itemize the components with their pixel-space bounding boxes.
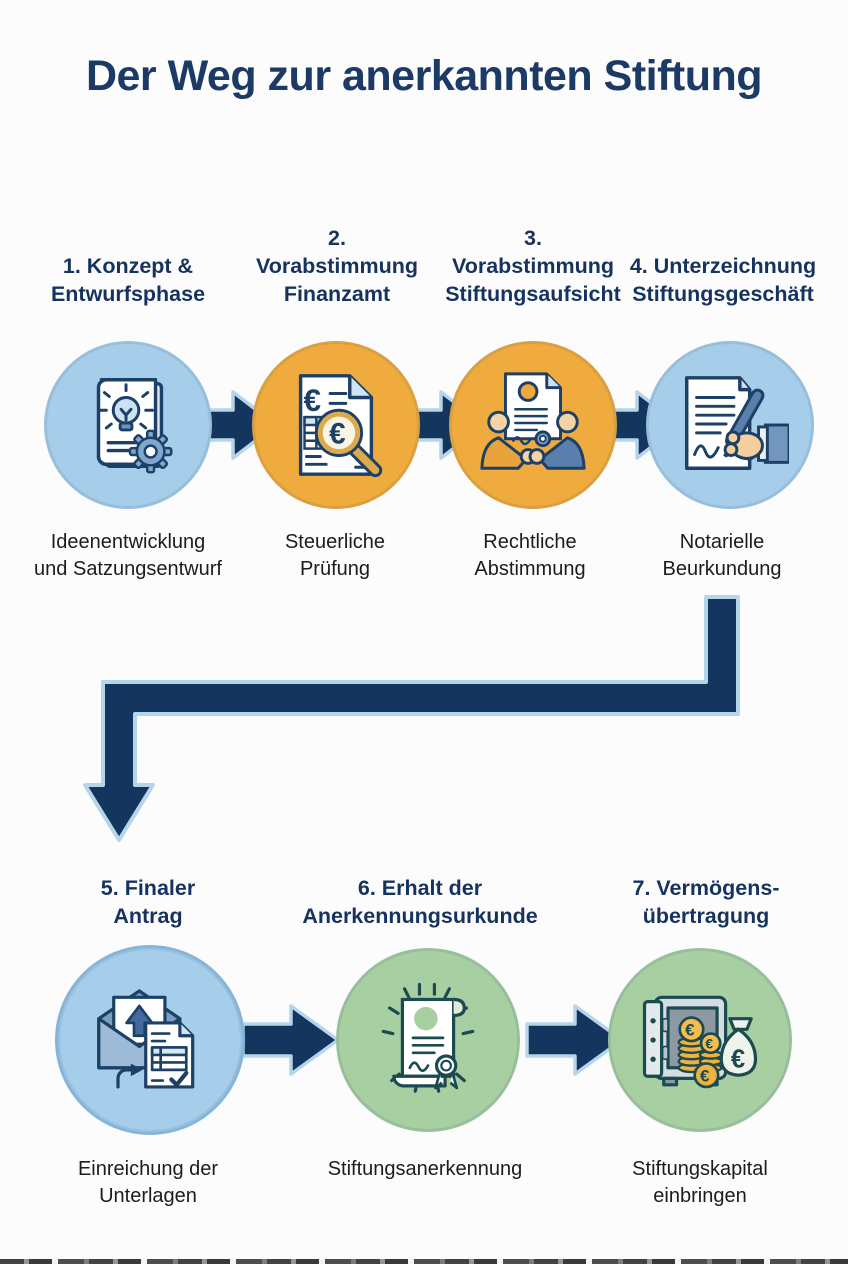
- step-7-circle: € € € €: [608, 948, 792, 1132]
- step-6-heading: 6. Erhalt der Anerkennungsurkunde: [302, 876, 538, 928]
- step-1-heading: 1. Konzept & Entwurfsphase: [50, 254, 206, 306]
- safe-euro-coins-icon: € € € €: [642, 995, 758, 1089]
- step-6-circle: [336, 948, 520, 1132]
- contract-signing-icon: [685, 376, 789, 470]
- step-4-caption: Notarielle Beurkundung: [662, 531, 782, 580]
- step-3-heading: 3. Vorabstimmung Stiftungsaufsicht: [445, 226, 621, 306]
- cropped-bottom-edge: [0, 1259, 848, 1264]
- step-2-caption: Steuerliche Prüfung: [284, 531, 386, 580]
- svg-text:€: €: [700, 1067, 710, 1086]
- step-7-caption: Stiftungskapital einbringen: [632, 1158, 768, 1207]
- svg-text:€: €: [731, 1046, 745, 1074]
- step-1-caption: Ideenentwicklung und Satzungsentwurf: [34, 531, 222, 580]
- step-1-circle: [44, 341, 212, 509]
- book-lightbulb-gear-icon: [96, 378, 173, 474]
- step-6-caption: Stiftungsanerkennung: [327, 1158, 523, 1180]
- step-2-heading: 2. Vorabstimmung Finanzamt: [255, 226, 419, 306]
- step-5-heading: 5. Finaler Antrag: [100, 876, 196, 928]
- euro-document-magnifier-icon: € €: [298, 374, 383, 478]
- page-title: Der Weg zur anerkannten Stiftung: [85, 52, 763, 100]
- handshake-contract-icon: [480, 372, 586, 470]
- arrow-step5-step6-icon: [241, 1004, 340, 1076]
- step-3-caption: Rechtliche Abstimmung: [474, 531, 586, 580]
- svg-text:€: €: [304, 383, 322, 418]
- step-4-heading: 4. Unterzeichnung Stiftungsgeschäft: [629, 254, 817, 306]
- step-3-circle: [449, 341, 617, 509]
- certificate-seal-icon: [381, 982, 475, 1093]
- step-5-circle: [58, 948, 242, 1132]
- svg-text:€: €: [329, 418, 345, 451]
- svg-text:€: €: [685, 1021, 695, 1040]
- step-5-caption: Einreichung der Unterlagen: [77, 1158, 219, 1207]
- step-4-circle: [646, 341, 814, 509]
- step-7-heading: 7. Vermögens- übertragung: [632, 876, 780, 928]
- envelope-submission-icon: [97, 989, 195, 1089]
- svg-text:€: €: [705, 1036, 713, 1052]
- step-2-circle: € €: [252, 341, 420, 509]
- elbow-arrow-row1-to-row2-icon: [83, 595, 740, 842]
- arrow-step6-step7-icon: [525, 1004, 624, 1076]
